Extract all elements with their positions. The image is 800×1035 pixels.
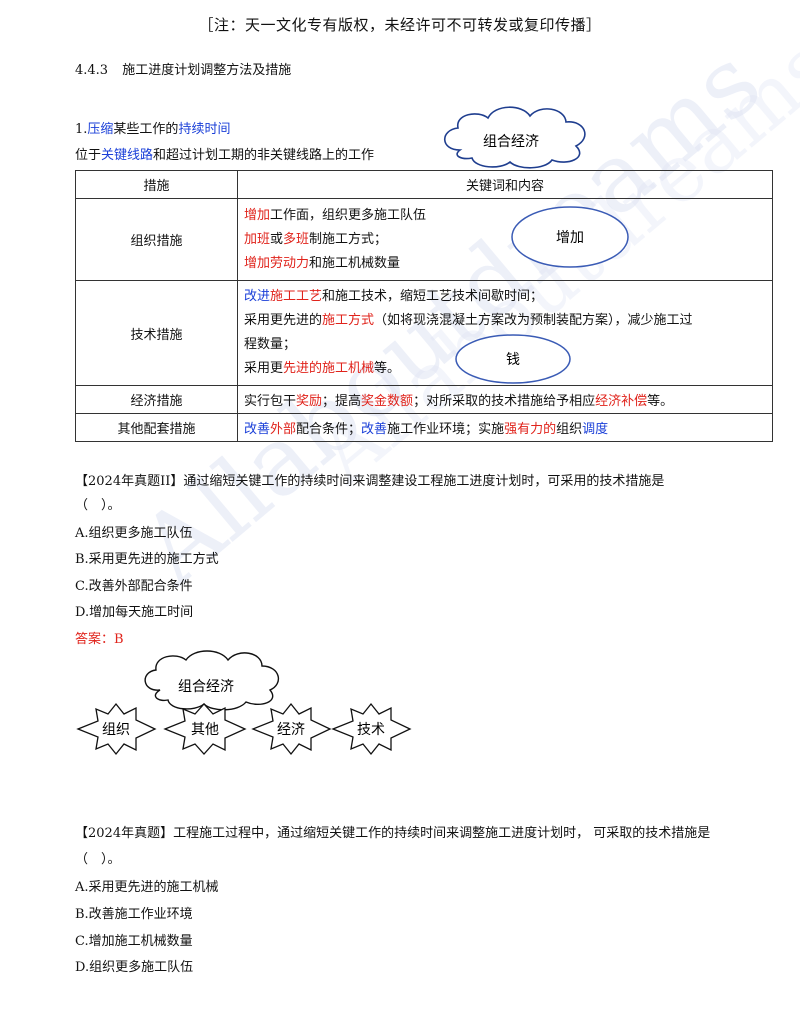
text: 等。 bbox=[647, 394, 674, 409]
question-1-option-a[interactable]: A.组织更多施工队伍 bbox=[75, 526, 193, 541]
row-content-other: 改善外部配合条件；改善施工作业环境；实施强有力的组织调度 bbox=[237, 413, 773, 442]
keyword: 先进的施工机械 bbox=[283, 361, 375, 376]
ellipse-money: 钱 bbox=[455, 334, 571, 384]
text: 位于 bbox=[75, 148, 102, 163]
point-1-description: 位于关键线路和超过计划工期的非关键线路上的工作 bbox=[75, 144, 374, 163]
star-label: 组织 bbox=[102, 722, 130, 738]
question-1-answer: 答案：B bbox=[75, 632, 124, 647]
question-2-stem: 【2024年真题】工程施工过程中，通过缩短关键工作的持续时间来调整施工进度计划时… bbox=[75, 826, 711, 841]
text: 采用更先进的 bbox=[244, 313, 323, 328]
content-line: 采用更先进的施工机械等。 bbox=[244, 357, 766, 381]
table-row: 经济措施 实行包干奖励；提高奖金数额；对所采取的技术措施给予相应经济补偿等。 bbox=[75, 385, 773, 414]
copyright-notice: ［注：天一文化专有版权，未经许可不可转发或复印传播］ bbox=[198, 16, 602, 34]
text: 制施工方式； bbox=[309, 231, 388, 247]
keyword: 增加劳动力 bbox=[244, 255, 310, 271]
point-1-title: 1.压缩某些工作的持续时间 bbox=[75, 118, 230, 137]
text: （如将现浇混凝土方案改为预制装配方案），减少施工过 bbox=[374, 313, 693, 328]
question-1-stem-cont: （ ）。 bbox=[75, 498, 121, 513]
keyword: 多班 bbox=[283, 231, 310, 247]
content-line: 加班或多班制施工方式； bbox=[244, 228, 766, 252]
text: 或 bbox=[270, 231, 284, 247]
star-tech: 技术 bbox=[331, 702, 412, 756]
cloud-label: 组合经济 bbox=[483, 134, 539, 150]
question-1-option-d[interactable]: D.增加每天施工时间 bbox=[75, 605, 194, 620]
question-1-stem: 【2024年真题II】通过缩短关键工作的持续时间来调整建设工程施工进度计划时，可… bbox=[75, 474, 665, 489]
text: ；对所采取的技术措施给予相应 bbox=[413, 394, 596, 409]
text: 程数量； bbox=[244, 337, 297, 352]
row-content-econ: 实行包干奖励；提高奖金数额；对所采取的技术措施给予相应经济补偿等。 bbox=[237, 385, 773, 414]
text: 组织 bbox=[556, 422, 583, 437]
keyword: 改进 bbox=[244, 289, 271, 304]
point-number: 1. bbox=[75, 122, 88, 137]
text: 某些工作的 bbox=[113, 122, 179, 137]
table-row: 组织措施 增加工作面，组织更多施工队伍 加班或多班制施工方式； 增加劳动力和施工… bbox=[75, 198, 773, 281]
star-org: 组织 bbox=[76, 702, 157, 756]
section-number: 4.4.3 bbox=[75, 63, 109, 78]
star-label: 技术 bbox=[357, 722, 385, 738]
ellipse-add: 增加 bbox=[511, 206, 629, 268]
text: 实行包干 bbox=[244, 394, 297, 409]
question-2-option-a[interactable]: A.采用更先进的施工机械 bbox=[75, 880, 219, 895]
star-economy: 经济 bbox=[251, 702, 332, 756]
content-line: 改进施工工艺和施工技术，缩短工艺技术间歇时间； bbox=[244, 285, 766, 309]
text: 和施工技术，缩短工艺技术间歇时间； bbox=[322, 289, 544, 304]
question-2-stem-cont: （ ）。 bbox=[75, 852, 121, 867]
keyword: 奖金数额 bbox=[361, 394, 414, 409]
keyword-compress: 压缩 bbox=[87, 122, 114, 137]
keyword: 经济补偿 bbox=[595, 394, 648, 409]
text: ；提高 bbox=[322, 394, 362, 409]
text: 采用更 bbox=[244, 361, 284, 376]
row-label-econ: 经济措施 bbox=[75, 385, 238, 414]
question-2-option-c[interactable]: C.增加施工机械数量 bbox=[75, 934, 193, 949]
measures-table: 措施 关键词和内容 组织措施 增加工作面，组织更多施工队伍 加班或多班制施工方式… bbox=[75, 170, 773, 442]
table-row: 其他配套措施 改善外部配合条件；改善施工作业环境；实施强有力的组织调度 bbox=[75, 413, 773, 442]
table-row: 技术措施 改进施工工艺和施工技术，缩短工艺技术间歇时间； 采用更先进的施工方式（… bbox=[75, 280, 773, 386]
question-1-option-c[interactable]: C.改善外部配合条件 bbox=[75, 579, 193, 594]
keyword-critical-path: 关键线路 bbox=[101, 148, 154, 163]
star-label: 其他 bbox=[191, 722, 219, 738]
star-other: 其他 bbox=[163, 703, 247, 755]
question-2-option-d[interactable]: D.组织更多施工队伍 bbox=[75, 960, 194, 975]
row-label-org: 组织措施 bbox=[75, 198, 238, 281]
star-label: 经济 bbox=[277, 722, 305, 738]
text: 工作面，组织更多施工队伍 bbox=[270, 207, 427, 223]
content-line: 增加劳动力和施工机械数量 bbox=[244, 252, 766, 276]
keyword: 加班 bbox=[244, 231, 271, 247]
text: 等。 bbox=[374, 361, 401, 376]
row-label-other: 其他配套措施 bbox=[75, 413, 238, 442]
cloud-combo-economy-diagram: 组合经济 bbox=[144, 650, 280, 711]
text: 施工作业环境；实施 bbox=[387, 422, 505, 437]
cloud-label: 组合经济 bbox=[178, 679, 234, 695]
keyword: 奖励 bbox=[296, 394, 323, 409]
cloud-combo-economy-top: 组合经济 bbox=[443, 106, 586, 169]
keyword: 调度 bbox=[582, 422, 609, 437]
ellipse-label: 增加 bbox=[556, 230, 584, 246]
keyword: 改善 bbox=[361, 422, 388, 437]
table-header-content: 关键词和内容 bbox=[237, 170, 773, 199]
keyword: 强有力的 bbox=[504, 422, 557, 437]
keyword: 增加 bbox=[244, 207, 271, 223]
keyword: 改善 bbox=[244, 422, 271, 437]
text: 和超过计划工期的非关键线路上的工作 bbox=[153, 148, 375, 163]
keyword: 外部 bbox=[270, 422, 297, 437]
question-1-option-b[interactable]: B.采用更先进的施工方式 bbox=[75, 552, 219, 567]
section-heading: 4.4.3 施工进度计划调整方法及措施 bbox=[75, 59, 291, 78]
content-line: 采用更先进的施工方式（如将现浇混凝土方案改为预制装配方案），减少施工过 bbox=[244, 309, 766, 333]
row-content-org: 增加工作面，组织更多施工队伍 加班或多班制施工方式； 增加劳动力和施工机械数量 bbox=[237, 198, 773, 281]
text: 和施工机械数量 bbox=[309, 255, 401, 271]
keyword: 施工工艺 bbox=[270, 289, 323, 304]
content-line: 程数量； bbox=[244, 333, 766, 357]
keyword: 施工方式 bbox=[322, 313, 375, 328]
text: 配合条件； bbox=[296, 422, 362, 437]
content-line: 增加工作面，组织更多施工队伍 bbox=[244, 204, 766, 228]
row-label-tech: 技术措施 bbox=[75, 280, 238, 386]
row-content-tech: 改进施工工艺和施工技术，缩短工艺技术间歇时间； 采用更先进的施工方式（如将现浇混… bbox=[237, 280, 773, 386]
keyword-duration: 持续时间 bbox=[178, 122, 231, 137]
ellipse-label: 钱 bbox=[506, 352, 520, 368]
section-title: 施工进度计划调整方法及措施 bbox=[122, 63, 292, 78]
question-2-option-b[interactable]: B.改善施工作业环境 bbox=[75, 907, 193, 922]
